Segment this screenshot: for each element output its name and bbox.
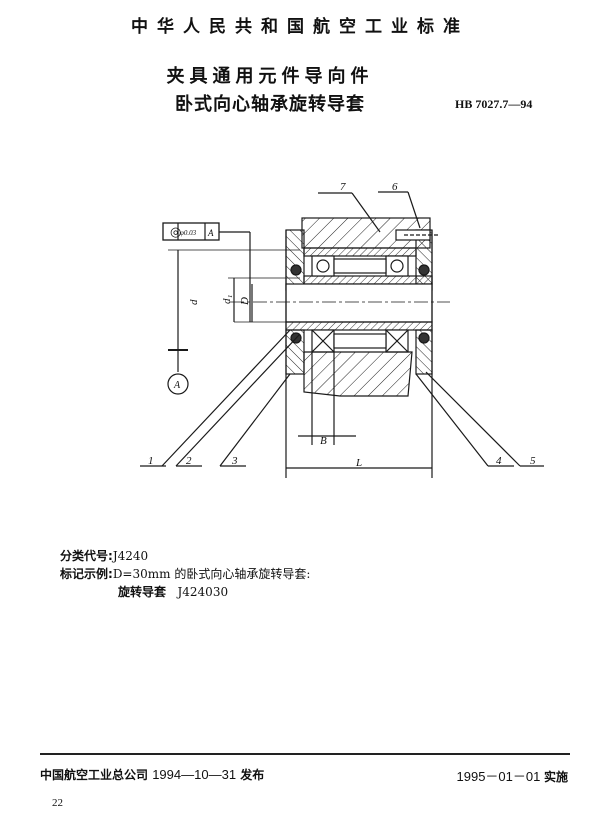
notes-block: 分类代号:J4240 标记示例:D=30mm 的卧式向心轴承旋转导套: 旋转导套… — [60, 547, 310, 601]
tolerance-value: φ0.03 — [180, 229, 197, 237]
dim-D: D — [239, 297, 251, 306]
standard-body-title: 中华人民共和国航空工业标准 — [131, 17, 469, 37]
effective-word: 实施 — [543, 770, 568, 784]
tolerance-datum: A — [207, 228, 214, 238]
issuer: 中国航空工业总公司 — [40, 768, 149, 782]
callout-2: 2 — [186, 455, 192, 467]
footer-divider — [40, 753, 570, 755]
page-number: 22 — [52, 797, 63, 809]
dim-d1: d₁ — [221, 295, 233, 305]
classification-line: 分类代号:J4240 — [60, 547, 310, 565]
callout-6: 6 — [392, 181, 398, 193]
dim-B: B — [320, 435, 327, 447]
standard-code: HB 7027.7—94 — [455, 97, 532, 112]
effective-date: 1995－01－01 — [456, 769, 541, 784]
technical-drawing: ◎ φ0.03 A A d d₁ D B L 1 2 3 4 5 6 7 — [140, 181, 544, 478]
coaxiality-symbol: ◎ — [170, 224, 181, 239]
marking-example-result: 旋转导套 J424030 — [60, 583, 310, 601]
issue-info: 中国航空工业总公司 1994—10—31 发布 — [40, 766, 264, 783]
dim-L: L — [355, 457, 362, 469]
callout-7: 7 — [340, 181, 346, 193]
standard-code-text: HB 7027.7—94 — [455, 97, 533, 111]
callout-3: 3 — [231, 455, 238, 467]
marking-example-code: J424030 — [177, 585, 229, 599]
marking-example-label: 标记示例: — [60, 567, 113, 581]
classification-label: 分类代号: — [60, 549, 113, 563]
callout-1: 1 — [148, 455, 154, 467]
issue-word: 发布 — [240, 768, 265, 782]
callout-5: 5 — [530, 455, 536, 467]
datum-label: A — [173, 380, 181, 391]
document-title-line1: 夹具通用元件导向件 — [166, 66, 374, 87]
classification-value: J4240 — [112, 549, 149, 563]
effective-info: 1995－01－01 实施 — [457, 766, 568, 785]
callout-4: 4 — [496, 455, 502, 467]
marking-example-name: 旋转导套 — [118, 585, 167, 599]
marking-example-line: 标记示例:D=30mm 的卧式向心轴承旋转导套: — [60, 565, 310, 583]
dim-d: d — [188, 299, 200, 305]
issue-date: 1994—10—31 — [152, 767, 237, 782]
document-title-line2: 卧式向心轴承旋转导套 — [175, 94, 365, 115]
marking-example-text: D=30mm 的卧式向心轴承旋转导套: — [112, 567, 311, 581]
